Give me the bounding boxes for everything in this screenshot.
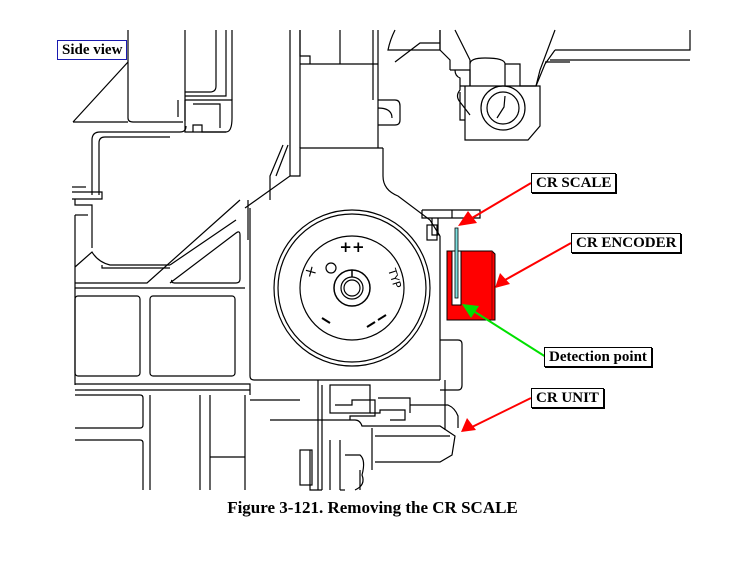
cr-scale-arrowhead bbox=[458, 211, 477, 226]
cr-encoder-arrowhead bbox=[495, 273, 510, 288]
dial-top-mark: ++ bbox=[339, 238, 364, 256]
side-view-label: Side view bbox=[57, 40, 128, 60]
detection-point-callout: Detection point bbox=[544, 347, 652, 367]
detection-point-leader bbox=[474, 311, 547, 358]
figure-caption: Figure 3-121. Removing the CR SCALE bbox=[227, 498, 518, 517]
cr-unit-callout: CR UNIT bbox=[531, 388, 604, 408]
leader-arrows bbox=[458, 182, 572, 432]
cr-scale-part bbox=[454, 227, 459, 299]
dial-x-mark: × bbox=[302, 262, 320, 282]
cr-unit-leader bbox=[471, 397, 532, 428]
cr-encoder-callout: CR ENCODER bbox=[571, 233, 682, 253]
dial-typ-mark: TYP bbox=[385, 266, 404, 290]
frame-linework bbox=[72, 29, 691, 491]
dial-markings: ++ TYP × bbox=[302, 238, 404, 290]
cr-scale-leader bbox=[471, 182, 532, 219]
cr-scale-callout: CR SCALE bbox=[531, 173, 617, 193]
cr-encoder-leader bbox=[504, 242, 572, 281]
cr-unit-arrowhead bbox=[461, 418, 476, 432]
detection-point-arrowhead bbox=[462, 304, 479, 318]
